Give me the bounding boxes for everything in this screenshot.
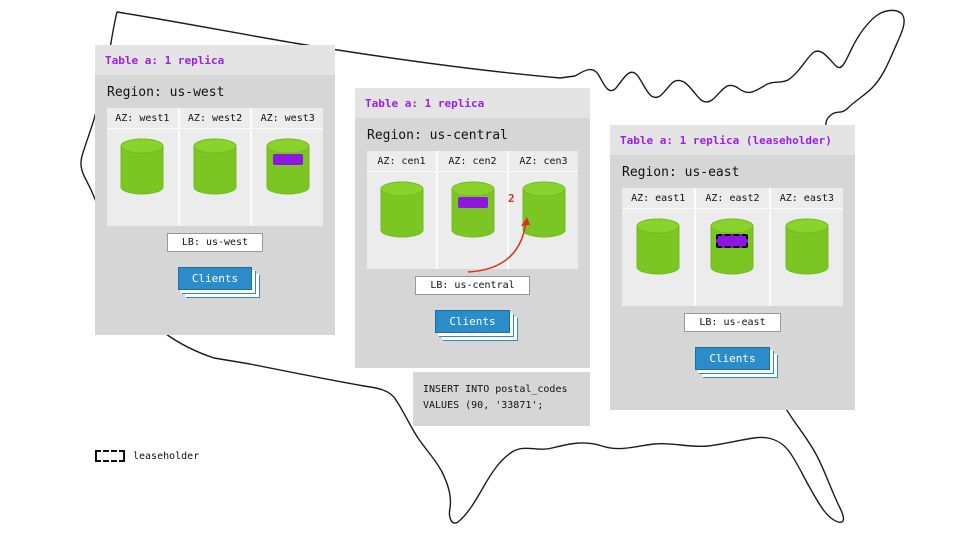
region-title: Region: us-east bbox=[622, 165, 740, 180]
region-title: Region: us-west bbox=[107, 85, 225, 100]
table-replica-header: Table a: 1 replica (leaseholder) bbox=[610, 125, 855, 155]
az-column-west3: AZ: west3 bbox=[252, 108, 324, 226]
clients-box: Clients bbox=[435, 310, 510, 333]
replica-chip bbox=[272, 154, 303, 165]
load-balancer-box: LB: us-west bbox=[166, 233, 264, 252]
replica-chip bbox=[457, 197, 488, 208]
az-label: AZ: west2 bbox=[179, 108, 251, 129]
az-column-west2: AZ: west2 bbox=[179, 108, 253, 226]
region-panel-us-west: Table a: 1 replica Region: us-west AZ: w… bbox=[95, 45, 335, 335]
az-label: AZ: cen3 bbox=[509, 151, 578, 172]
database-cylinder-icon bbox=[636, 218, 680, 275]
az-column-cen3: AZ: cen3 bbox=[509, 151, 578, 269]
database-cylinder-icon bbox=[266, 138, 310, 195]
database-cylinder-icon bbox=[193, 138, 237, 195]
az-label: AZ: cen1 bbox=[367, 151, 436, 172]
clients-box: Clients bbox=[177, 267, 253, 290]
leaseholder-swatch-icon bbox=[95, 450, 125, 462]
database-cylinder bbox=[636, 218, 680, 280]
table-replica-label: Table a: 1 replica bbox=[365, 96, 485, 110]
az-label: AZ: east1 bbox=[622, 188, 695, 209]
az-label: AZ: east2 bbox=[696, 188, 769, 209]
database-cylinder bbox=[193, 138, 237, 200]
database-cylinder bbox=[785, 218, 829, 280]
database-cylinder bbox=[120, 138, 164, 200]
database-cylinder-icon bbox=[451, 181, 494, 238]
region-title: Region: us-central bbox=[367, 128, 508, 143]
sql-line-1: INSERT INTO postal_codes bbox=[423, 384, 568, 395]
clients-row: Clients bbox=[610, 347, 855, 370]
legend-label: leaseholder bbox=[133, 450, 200, 462]
az-column-west1: AZ: west1 bbox=[107, 108, 180, 226]
region-panel-us-east: Table a: 1 replica (leaseholder) Region:… bbox=[610, 125, 855, 410]
lb-row: LB: us-central bbox=[355, 276, 590, 295]
table-replica-label: Table a: 1 replica bbox=[105, 53, 225, 67]
az-column-east1: AZ: east1 bbox=[622, 188, 697, 306]
az-column-east3: AZ: east3 bbox=[770, 188, 843, 306]
clients-row: Clients bbox=[355, 310, 590, 333]
database-cylinder-icon bbox=[120, 138, 164, 195]
legend: leaseholder bbox=[95, 450, 199, 462]
lb-row: LB: us-west bbox=[95, 233, 335, 252]
clients-box: Clients bbox=[695, 347, 770, 370]
leaseholder-replica-chip bbox=[716, 234, 749, 248]
az-container: AZ: west1 AZ: west2 bbox=[107, 108, 324, 226]
database-cylinder-icon bbox=[785, 218, 829, 275]
table-replica-header: Table a: 1 replica bbox=[355, 88, 590, 118]
clients-row: Clients bbox=[95, 267, 335, 290]
az-column-east2: AZ: east2 bbox=[696, 188, 771, 306]
database-cylinder-icon bbox=[522, 181, 565, 238]
table-replica-header: Table a: 1 replica bbox=[95, 45, 335, 75]
table-replica-label: Table a: 1 replica (leaseholder) bbox=[620, 133, 832, 147]
az-column-cen2: AZ: cen2 bbox=[438, 151, 509, 269]
load-balancer-box: LB: us-east bbox=[684, 313, 781, 332]
az-label: AZ: west3 bbox=[252, 108, 324, 129]
az-label: AZ: east3 bbox=[770, 188, 843, 209]
sql-statement-box: INSERT INTO postal_codes VALUES (90, '33… bbox=[413, 372, 590, 426]
database-cylinder-icon bbox=[380, 181, 423, 238]
sql-line-2: VALUES (90, '33871'; bbox=[423, 399, 544, 411]
az-column-cen1: AZ: cen1 bbox=[367, 151, 438, 269]
az-label: AZ: west1 bbox=[107, 108, 178, 129]
region-panel-us-central: Table a: 1 replica Region: us-central AZ… bbox=[355, 88, 590, 368]
database-cylinder bbox=[522, 181, 566, 243]
database-cylinder bbox=[266, 138, 310, 200]
az-container: AZ: cen1 AZ: cen2 bbox=[367, 151, 578, 269]
az-container: AZ: east1 AZ: east2 bbox=[622, 188, 843, 306]
az-label: AZ: cen2 bbox=[438, 151, 507, 172]
load-balancer-box: LB: us-central bbox=[415, 276, 530, 295]
lb-row: LB: us-east bbox=[610, 313, 855, 332]
database-cylinder bbox=[710, 218, 754, 280]
database-cylinder bbox=[451, 181, 495, 243]
database-cylinder bbox=[380, 181, 424, 243]
